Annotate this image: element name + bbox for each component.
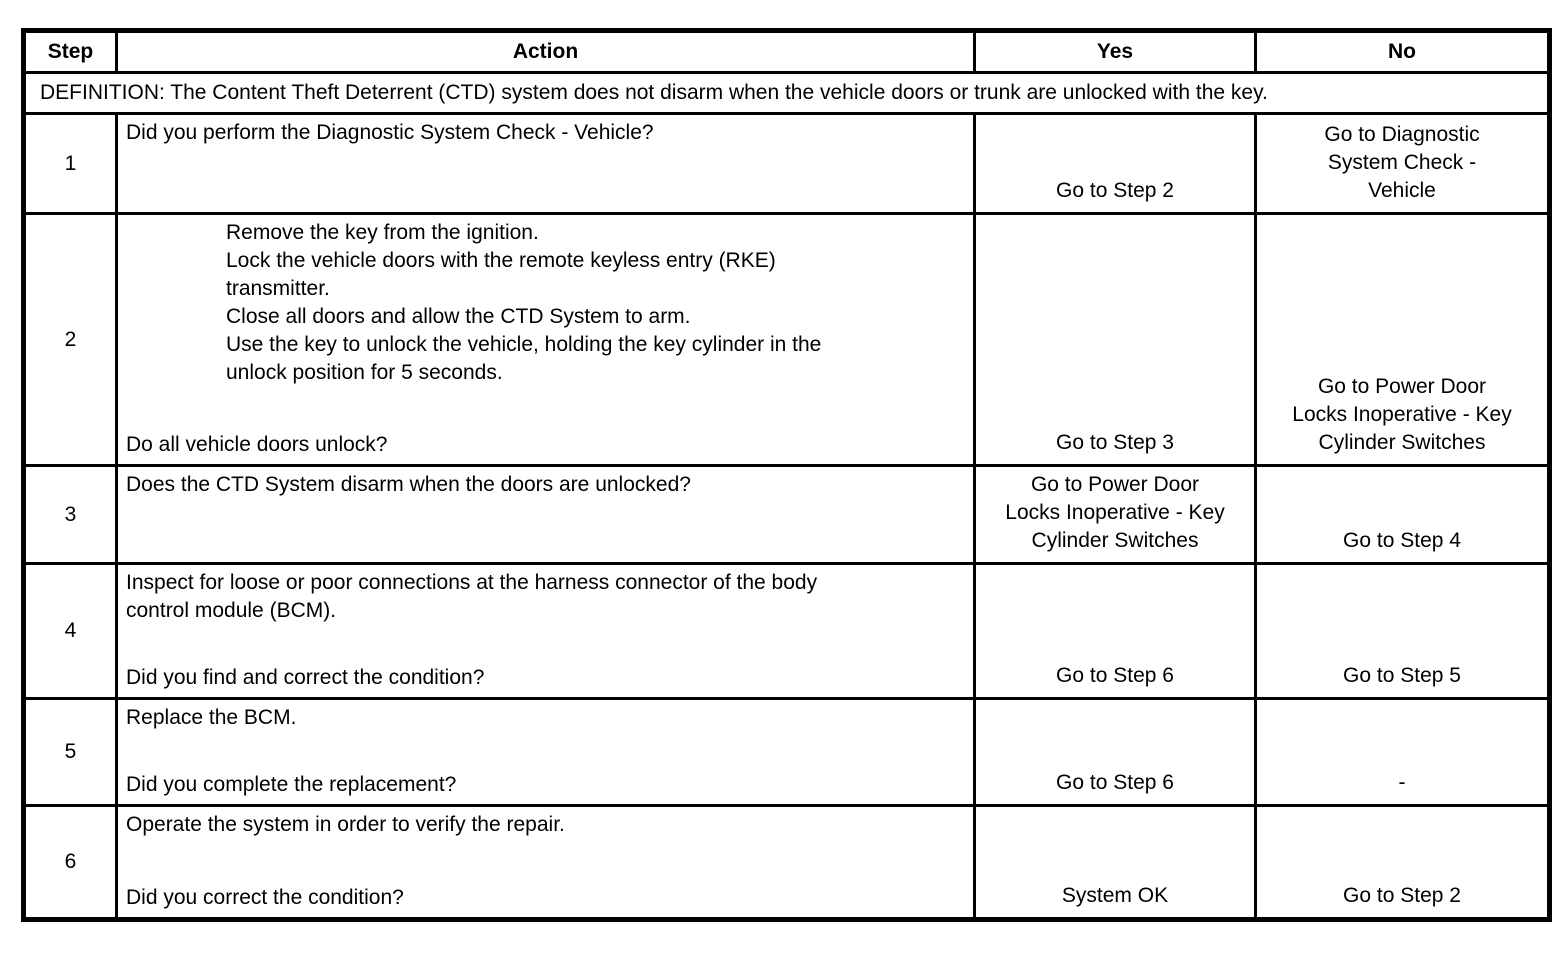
header-step: Step [22,29,118,74]
definition-row: DEFINITION: The Content Theft Deterrent … [22,71,1551,115]
no-cell: Go to Step 2 [1254,804,1551,921]
yes-cell: System OK [973,804,1257,921]
action-cell: Inspect for loose or poor connections at… [115,562,976,700]
action-question: Did you correct the condition? [126,886,404,909]
yes-cell: Go to Step 2 [973,112,1257,215]
header-row: Step Action Yes No [22,29,1551,74]
action-cell: Does the CTD System disarm when the door… [115,464,976,565]
table-row-step-6: 6 Operate the system in order to verify … [22,804,1551,921]
step-number: 1 [22,112,118,215]
header-action: Action [115,29,976,74]
step-number: 3 [22,464,118,565]
diagnostic-table: Step Action Yes No DEFINITION: The Conte… [21,28,1552,922]
yes-cell: Go to Step 6 [973,697,1257,807]
no-cell: Go to Power Door Locks Inoperative - Key… [1254,212,1551,467]
yes-cell: Go to Step 6 [973,562,1257,700]
no-cell: Go to Step 5 [1254,562,1551,700]
step-number: 2 [22,212,118,467]
table-row-step-2: 2 Remove the key from the ignition. Lock… [22,212,1551,467]
no-cell: Go to Step 4 [1254,464,1551,565]
action-cell: Remove the key from the ignition. Lock t… [115,212,976,467]
table-row-step-3: 3 Does the CTD System disarm when the do… [22,464,1551,565]
step-number: 6 [22,804,118,921]
action-text: Remove the key from the ignition. Lock t… [226,221,822,384]
definition-text: DEFINITION: The Content Theft Deterrent … [22,71,1551,115]
header-yes: Yes [973,29,1257,74]
action-text: Operate the system in order to verify th… [126,813,565,836]
action-cell: Replace the BCM. Did you complete the re… [115,697,976,807]
action-text: Inspect for loose or poor connections at… [126,571,818,622]
header-no: No [1254,29,1551,74]
action-text: Replace the BCM. [126,706,297,729]
action-question: Did you complete the replacement? [126,773,457,796]
no-cell: - [1254,697,1551,807]
action-text: Does the CTD System disarm when the door… [126,473,691,496]
yes-cell: Go to Step 3 [973,212,1257,467]
table-row-step-5: 5 Replace the BCM. Did you complete the … [22,697,1551,807]
yes-cell: Go to Power Door Locks Inoperative - Key… [973,464,1257,565]
no-cell: Go to Diagnostic System Check - Vehicle [1254,112,1551,215]
action-cell: Operate the system in order to verify th… [115,804,976,921]
action-question: Do all vehicle doors unlock? [126,433,388,456]
action-cell: Did you perform the Diagnostic System Ch… [115,112,976,215]
step-number: 5 [22,697,118,807]
table-row-step-4: 4 Inspect for loose or poor connections … [22,562,1551,700]
action-text: Did you perform the Diagnostic System Ch… [126,121,654,144]
action-question: Did you find and correct the condition? [126,666,485,689]
table-row-step-1: 1 Did you perform the Diagnostic System … [22,112,1551,215]
step-number: 4 [22,562,118,700]
